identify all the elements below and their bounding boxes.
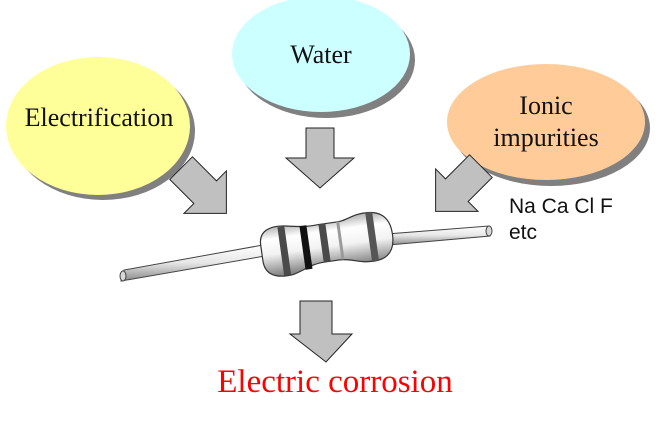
ions-note-line1: Na Ca Cl F xyxy=(509,195,613,218)
ions-note-line2: etc xyxy=(509,221,538,244)
ionic-bubble-fill xyxy=(447,64,645,180)
ionic-impurities-bubble xyxy=(447,64,650,186)
ionic-impurities-label-line2: impurities xyxy=(493,123,599,152)
electrification-bubble-fill xyxy=(6,57,190,195)
water-bubble-fill xyxy=(232,0,410,112)
resistor-icon xyxy=(119,211,493,282)
resistor-band-5 xyxy=(365,211,379,262)
ionic-impurities-label-line1: Ionic xyxy=(519,91,573,120)
water-bubble xyxy=(232,0,415,118)
resistor-band-3 xyxy=(318,223,331,263)
arrow-down-right-icon xyxy=(169,156,227,214)
ions-note: Na Ca Cl F etc xyxy=(509,194,613,246)
resistor-band-4 xyxy=(336,221,345,260)
water-label: Water xyxy=(290,40,352,69)
resistor-band-2 xyxy=(299,225,313,270)
electrification-bubble xyxy=(6,57,195,200)
arrow-down-left-icon xyxy=(435,154,493,212)
arrow-down-result-icon xyxy=(288,300,354,363)
electrification-label: Electrification xyxy=(24,103,174,132)
ionic-impurities-label: Ionic impurities xyxy=(447,90,645,154)
arrow-down-icon xyxy=(284,127,356,189)
result-label: Electric corrosion xyxy=(217,364,453,400)
resistor-band-1 xyxy=(277,226,292,276)
